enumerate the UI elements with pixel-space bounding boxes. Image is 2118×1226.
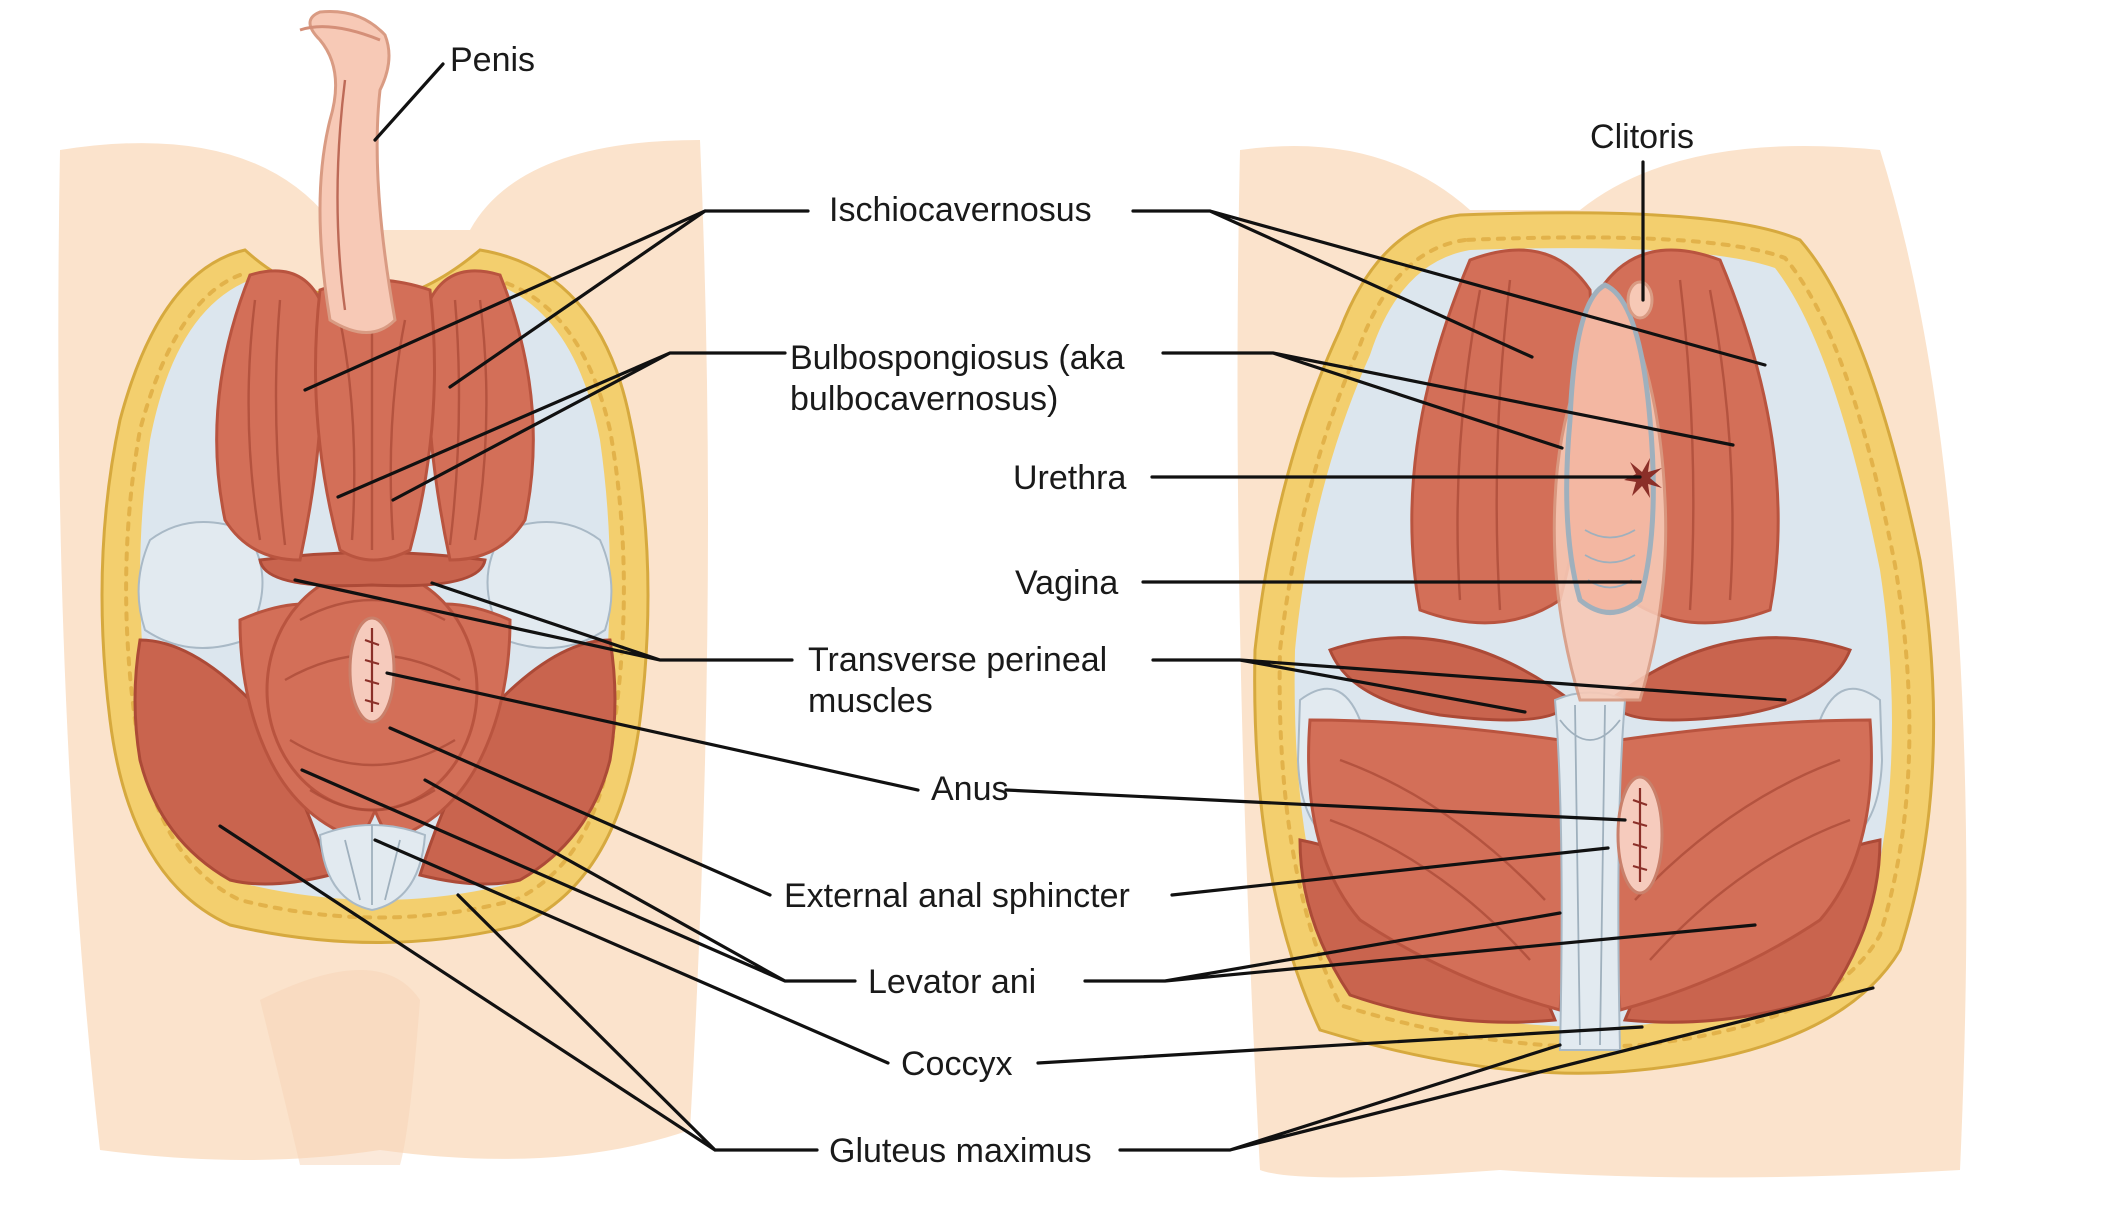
leader-external-anal-sphincter-left — [388, 726, 772, 897]
leader-anus-right — [1004, 788, 1627, 822]
label-transverse-perineal-line2: muscles — [808, 682, 933, 720]
leader-ischiocavernosus-right — [1131, 209, 1767, 367]
leader-transverse-perineal-right — [1151, 658, 1787, 714]
female-perineum-illustration — [1237, 146, 1967, 1178]
label-bulbospongiosus-line1: Bulbospongiosus (aka — [790, 339, 1125, 377]
leader-anus-left — [385, 671, 920, 792]
label-coccyx: Coccyx — [901, 1045, 1012, 1083]
label-vagina: Vagina — [1015, 564, 1118, 602]
label-levator-ani: Levator ani — [868, 963, 1036, 1001]
leader-external-anal-sphincter-right — [1170, 846, 1610, 897]
leader-lines — [218, 62, 1875, 1152]
label-clitoris: Clitoris — [1590, 118, 1694, 156]
label-urethra: Urethra — [1013, 459, 1126, 497]
labels: Penis Clitoris Ischiocavernosus Bulbospo… — [450, 41, 1694, 1170]
male-perineum-illustration — [58, 9, 709, 1165]
leader-bulbospongiosus-left — [336, 351, 787, 502]
label-ischiocavernosus: Ischiocavernosus — [829, 191, 1092, 229]
leader-coccyx-left — [373, 838, 890, 1065]
label-penis: Penis — [450, 41, 535, 79]
label-gluteus-maximus: Gluteus maximus — [829, 1132, 1092, 1170]
leader-levator-ani-right — [1083, 911, 1757, 983]
leader-ischiocavernosus-left — [303, 209, 810, 392]
label-external-anal-sphincter: External anal sphincter — [784, 877, 1130, 915]
label-anus: Anus — [931, 770, 1009, 808]
leader-penis — [373, 62, 445, 142]
leader-coccyx-right — [1036, 1025, 1644, 1065]
leader-gluteus-maximus-left — [218, 824, 819, 1152]
leader-bulbospongiosus-right — [1161, 351, 1735, 450]
leader-transverse-perineal-left — [293, 578, 794, 662]
leader-levator-ani-left — [300, 768, 857, 983]
leader-gluteus-maximus-right — [1118, 986, 1875, 1152]
label-transverse-perineal-line1: Transverse perineal — [808, 641, 1107, 679]
label-bulbospongiosus-line2: bulbocavernosus) — [790, 380, 1058, 418]
